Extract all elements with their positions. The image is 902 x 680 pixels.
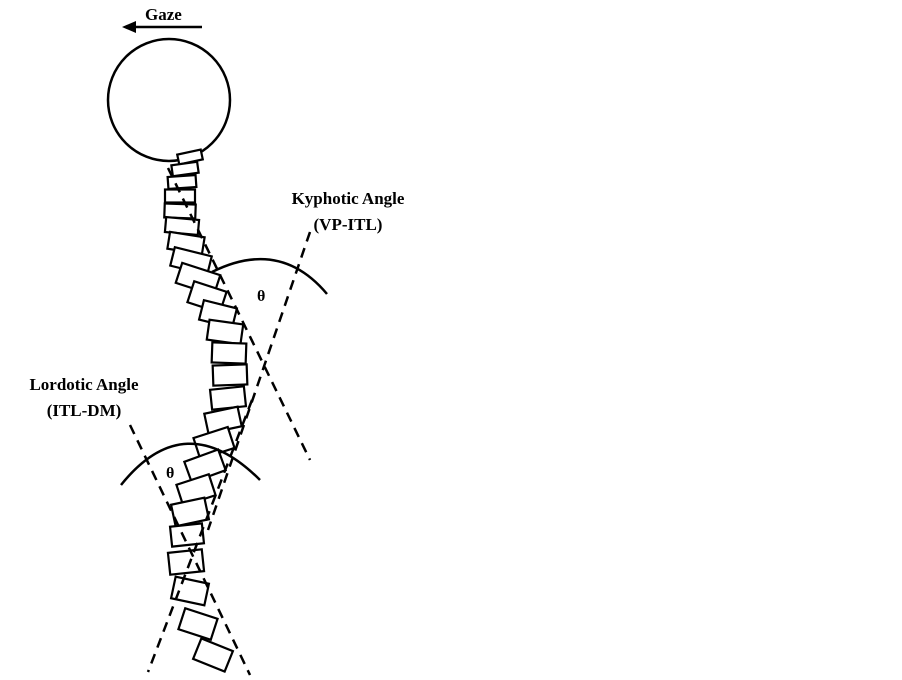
kyphotic-theta-label: θ	[257, 288, 265, 305]
kyphotic-angle-title: Kyphotic Angle	[292, 189, 405, 208]
vertebra	[205, 318, 245, 346]
lordotic-angle-title: Lordotic Angle	[29, 375, 139, 394]
vertebra	[170, 160, 200, 178]
kyphotic-angle-arc	[211, 258, 328, 295]
lordotic-dm-line	[146, 399, 254, 673]
vertebra	[211, 363, 249, 387]
vertebra	[208, 385, 248, 411]
vertebra	[163, 188, 197, 204]
gaze-arrow-icon	[122, 21, 202, 33]
lordotic-angle-subtitle: (ITL-DM)	[47, 401, 122, 420]
lordotic-theta-label: θ	[166, 465, 174, 482]
vertebra	[177, 606, 219, 642]
head-circle	[106, 37, 232, 163]
gaze-label: Gaze	[145, 5, 182, 24]
kyphotic-itl-line	[166, 167, 312, 461]
lordotic-angle-arc	[120, 442, 261, 486]
kyphotic-vp-line	[206, 231, 312, 531]
vertebra	[166, 173, 198, 191]
lordotic-itl-line	[128, 424, 252, 676]
vertebra	[168, 522, 206, 548]
kyphotic-angle-subtitle: (VP-ITL)	[314, 215, 383, 234]
vertebra	[169, 496, 211, 528]
vertebra	[210, 341, 248, 365]
vertebra	[166, 548, 206, 576]
vertebral-column	[163, 148, 249, 673]
vertebra	[169, 575, 211, 607]
vertebra	[191, 637, 235, 673]
